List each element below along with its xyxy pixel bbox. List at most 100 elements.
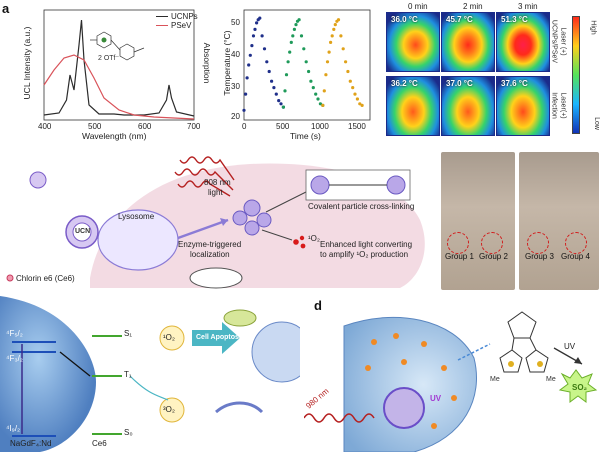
heating-point (294, 23, 298, 27)
thermal-temp-r1c2: 45.7 °C (446, 15, 473, 24)
heating-point (330, 34, 334, 38)
energy-svg (0, 296, 300, 452)
thermal-row2-label-b: Laser(+) (559, 92, 567, 119)
heating-point (274, 92, 278, 96)
heating-point (283, 89, 287, 93)
heating-point (258, 16, 262, 20)
heating-xtick-500: 500 (276, 122, 290, 131)
panel-a-label: a (2, 1, 10, 16)
energy-transfer-diagram: ⁴F₅/₂ ⁴F₃/₂ ⁴I₉/₂ S₁ T₁ S₀ ¹O₂ ³O₂ Cell … (0, 296, 300, 452)
small-nanoparticle-icon (29, 171, 47, 189)
triplet-o2-label: ³O₂ (163, 405, 175, 414)
spectra-chart: 2 OTf⁻ UCNPs PSeV UCL Intensity (a.u.) A… (12, 4, 217, 142)
ucnp-core-icon (383, 387, 425, 429)
mouse-photo-left: Group 1 Group 2 (441, 152, 515, 290)
heating-point (299, 34, 304, 38)
heating-point (297, 18, 301, 22)
heating-point (344, 60, 348, 64)
heating-point (260, 34, 264, 38)
uv-arrow-label: UV (564, 342, 576, 351)
heating-point (244, 92, 248, 96)
heating-point (265, 60, 269, 64)
transfer-arrow (59, 351, 91, 377)
dye-label: Ce6 (92, 439, 107, 448)
mitochondria-icon (223, 309, 257, 327)
spectra-xtick-700: 700 (187, 122, 201, 131)
heating-point (309, 79, 313, 83)
enzyme-label-2: localization (190, 250, 230, 259)
chlorin-label: Chlorin e6 (Ce6) (16, 274, 75, 283)
heating-point (251, 34, 256, 38)
level-t1-label: T₁ (124, 370, 132, 379)
nanoparticle-dots (365, 333, 457, 429)
group-3-circle (527, 232, 549, 254)
heating-point (360, 103, 364, 107)
uv-svg (304, 311, 598, 452)
heating-point (327, 50, 331, 54)
heating-point (336, 18, 341, 22)
heating-point (281, 105, 285, 109)
group-1-circle (447, 232, 469, 254)
colorbar-high-label: High (589, 20, 597, 35)
heating-point (245, 76, 249, 80)
legend-item-psev: PSeV (156, 21, 198, 30)
oxygen-transfer-arrow (129, 375, 169, 401)
heating-point (272, 86, 276, 90)
thermal-temp-r2c2: 37.0 °C (446, 79, 473, 88)
thermal-colorbar (572, 16, 580, 134)
thermal-image-r1c3: 51.3 °C (496, 12, 550, 72)
spectra-series-ucnps (43, 19, 195, 117)
legend-item-ucnps: UCNPs (156, 12, 198, 21)
spectra-frame (43, 9, 195, 121)
level-s1-label: S₁ (124, 329, 133, 338)
enzyme-arrow (177, 218, 229, 240)
mouse-photo-right: Group 3 Group 4 (519, 152, 599, 290)
heating-point (288, 50, 292, 54)
heating-point (324, 73, 328, 77)
heating-point (333, 23, 337, 27)
apoptosis-arrow (192, 322, 240, 354)
heating-plot (242, 9, 371, 121)
heating-point (358, 102, 362, 106)
heating-point (253, 27, 257, 31)
heating-ytick-20: 20 (231, 112, 240, 121)
cell-sphere-shape (343, 316, 477, 452)
legend-label-ucnps: UCNPs (171, 12, 198, 21)
group-2-circle (481, 232, 503, 254)
enzyme-label-1: Enzyme-triggered (178, 240, 242, 249)
level-4i92-label: ⁴I₉/₂ (6, 424, 21, 433)
heating-point (325, 60, 330, 64)
heating-point (355, 97, 359, 101)
heating-point (329, 40, 333, 45)
enhanced-label-2: to amplify ¹O₂ production (320, 250, 409, 259)
uv-release-diagram: 980 nm UV UV SO₂ Me Me (304, 298, 600, 452)
sulfur-atom-2 (537, 361, 543, 367)
psev-molecule-icon (90, 31, 145, 61)
heating-point (289, 40, 293, 45)
laser-waves-icon (174, 156, 235, 197)
thermal-image-r1c2: 45.7 °C (441, 12, 495, 72)
heating-point (316, 97, 320, 101)
panel-d-label: d (314, 298, 322, 313)
enhanced-label-1: Enhanced light converting (320, 240, 413, 249)
sulfur-atom-1 (508, 361, 514, 367)
heating-chart: Temperature (°C) 50 40 30 20 0 500 1000 … (218, 4, 376, 142)
group-3-label: Group 3 (525, 252, 554, 261)
mechanism-diagram: 808 nm light Lysosome Enzyme-triggered l… (0, 150, 438, 290)
thermal-image-r1c1: 36.0 °C (386, 12, 440, 72)
heating-point (286, 60, 290, 64)
me-label-left: Me (490, 376, 500, 383)
heating-point (307, 69, 311, 74)
group-1-label: Group 1 (445, 252, 474, 261)
thermal-temp-r2c1: 36.2 °C (391, 79, 418, 88)
dotted-arrow (457, 343, 491, 361)
heating-ytick-30: 30 (231, 82, 240, 91)
singlet-oxygen-dots (293, 235, 306, 249)
heating-point (346, 69, 350, 74)
so2-burst-icon (558, 369, 598, 403)
legend-label-psev: PSeV (171, 21, 192, 30)
heating-point (262, 47, 267, 51)
heating-point (291, 34, 295, 38)
covalent-label: Covalent particle cross-linking (308, 202, 415, 211)
colorbar-low-label: Low (592, 117, 600, 130)
